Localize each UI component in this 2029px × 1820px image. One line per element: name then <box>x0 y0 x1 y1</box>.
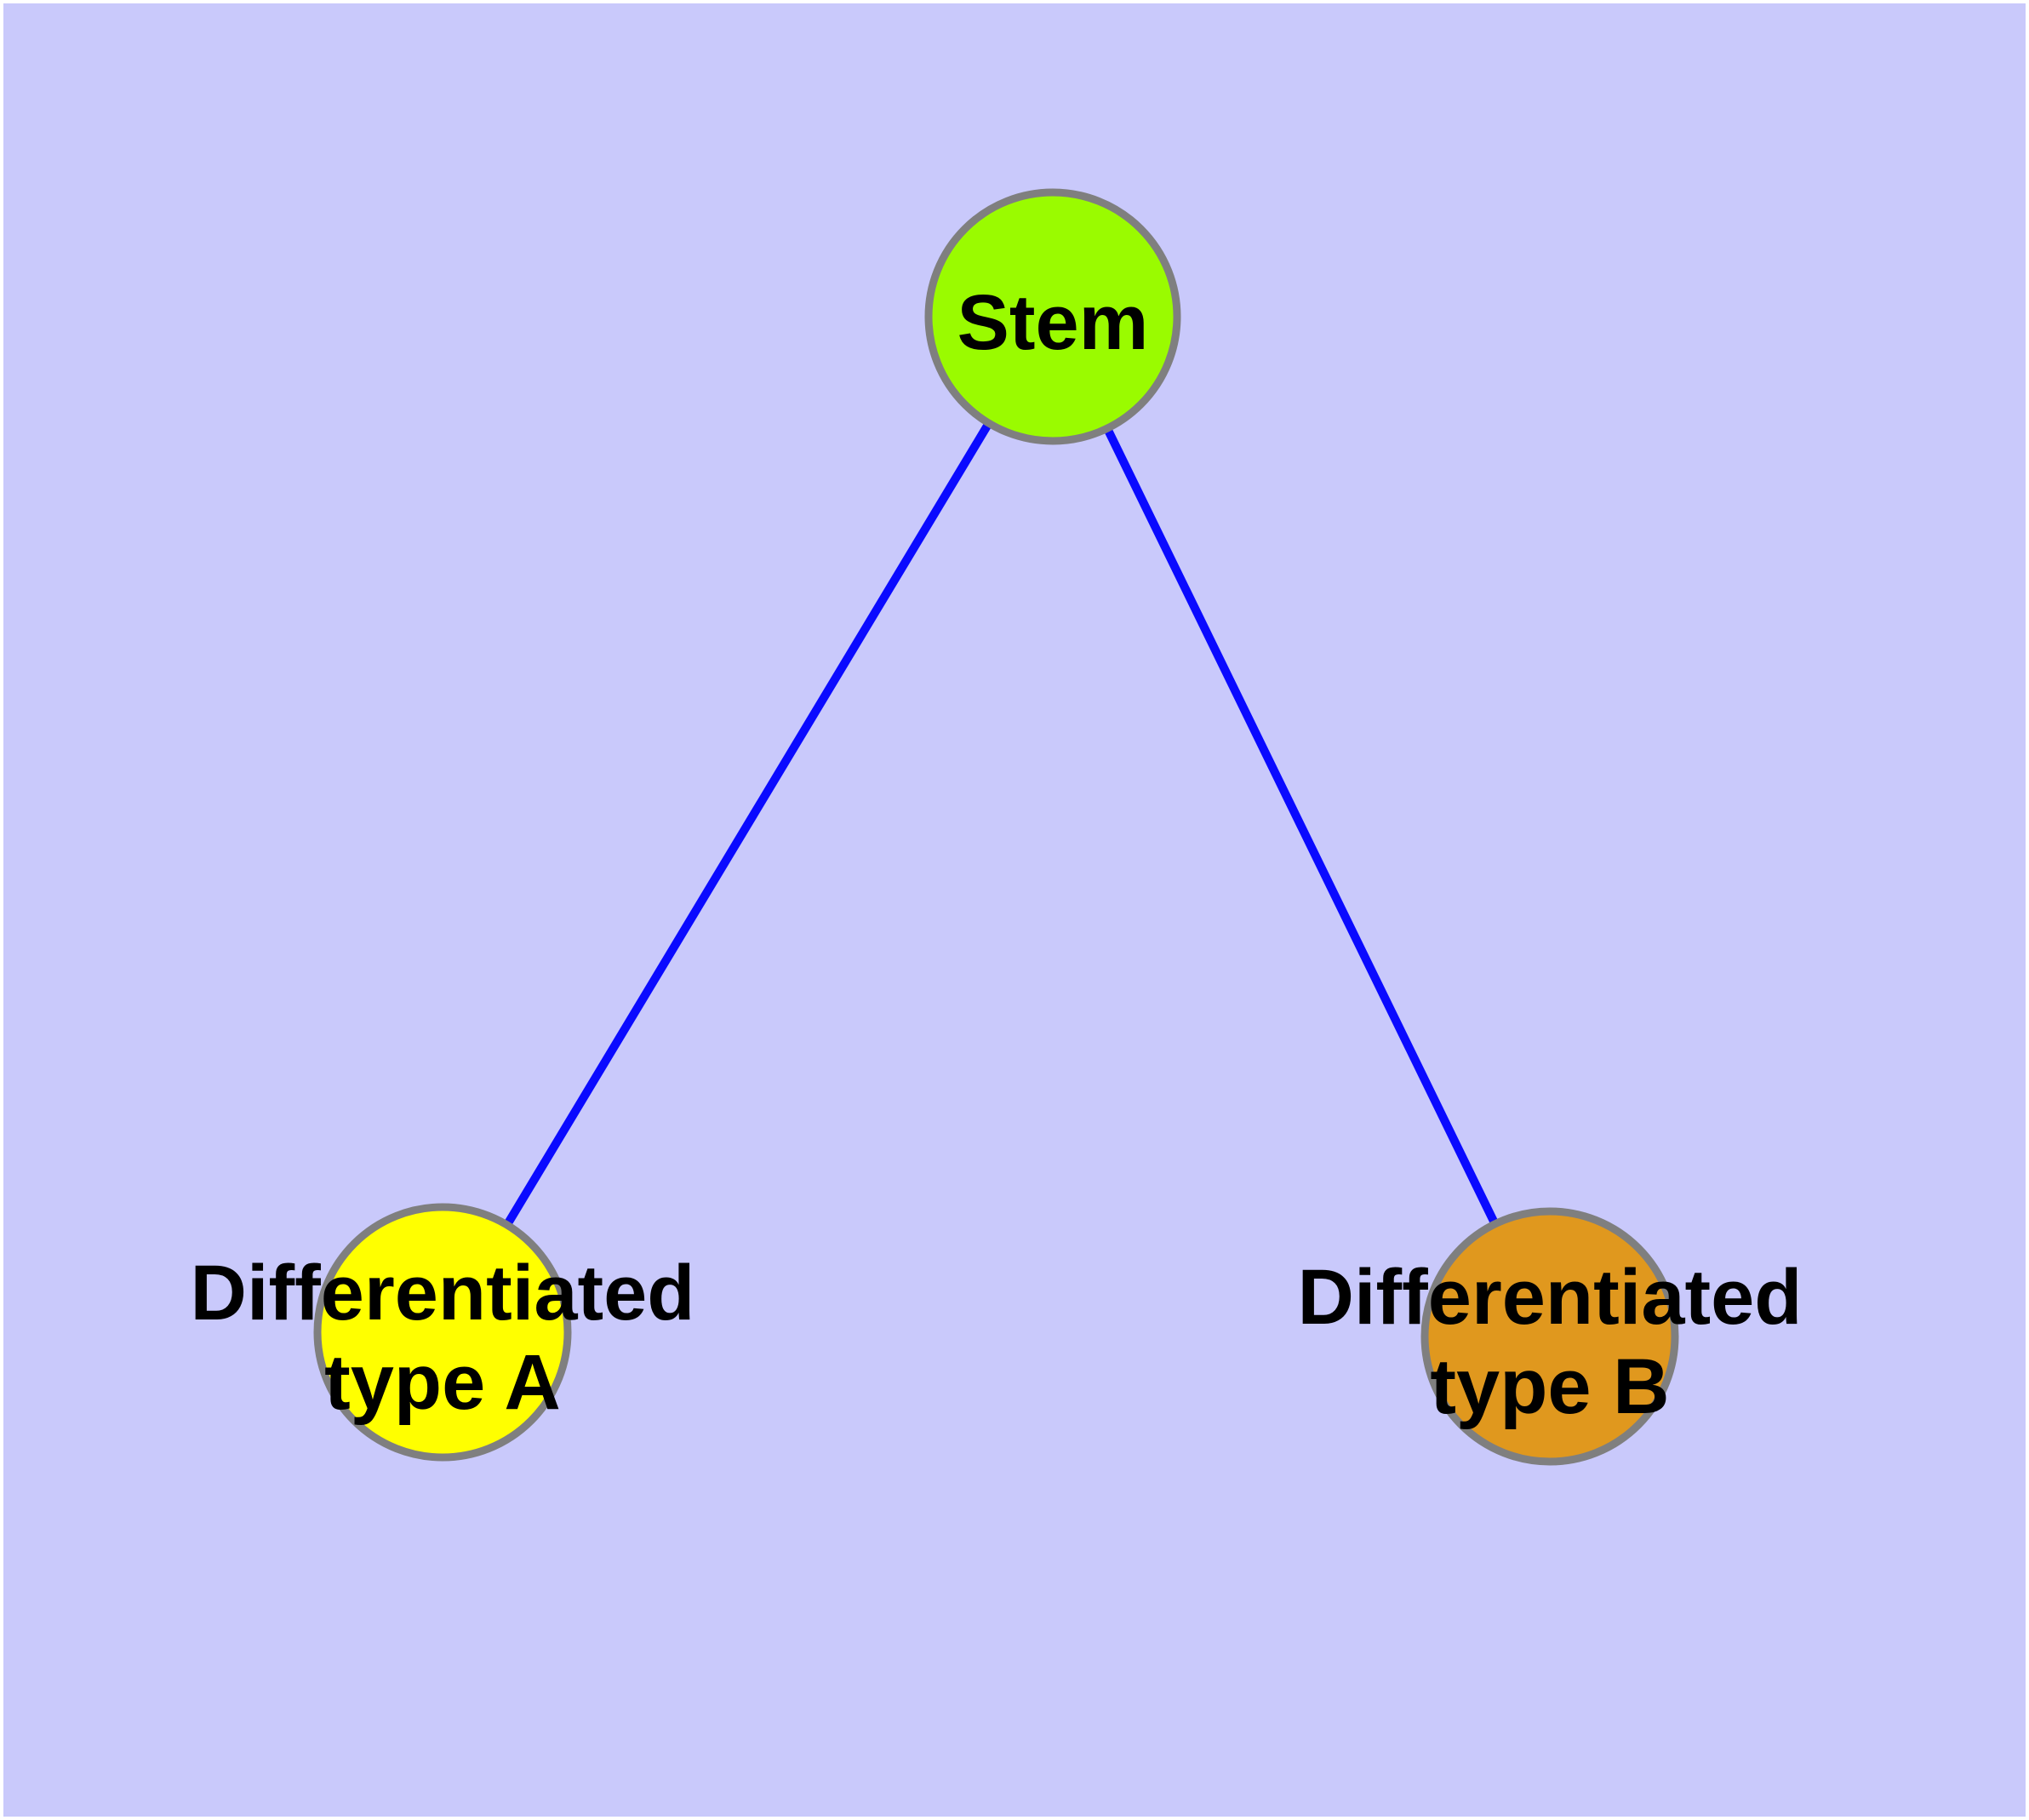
node-stem-label: Stem <box>957 279 1149 366</box>
node-type-b-label-line1: Differentiated <box>1298 1254 1803 1341</box>
edge-stem-to-type-b <box>1049 314 1554 1339</box>
edge-stem-to-type-a <box>438 314 1057 1335</box>
node-type-b-label-line2: type B <box>1430 1343 1669 1430</box>
node-stem <box>924 188 1181 445</box>
node-type-a <box>313 1203 572 1462</box>
node-type-b <box>1420 1207 1679 1466</box>
node-type-a-label-line1: Differentiated <box>191 1250 695 1336</box>
node-type-a-label-line2: type A <box>324 1339 561 1426</box>
